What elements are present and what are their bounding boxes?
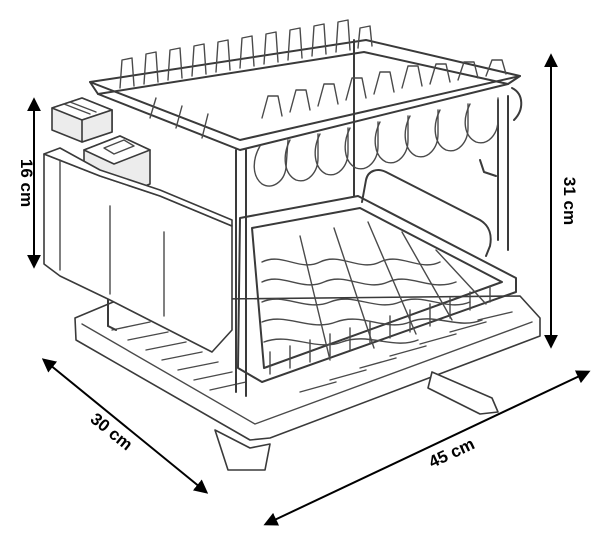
rack-frame	[107, 39, 509, 397]
dimension-height-small-label: 16 cm	[17, 159, 36, 207]
lower-rack	[237, 169, 517, 383]
upper-rack	[89, 19, 523, 187]
dimension-height-total: 31 cm	[544, 53, 579, 349]
dimension-width-label: 45 cm	[426, 434, 478, 472]
utensil-holder	[43, 97, 233, 353]
dimension-height-total-label: 31 cm	[560, 177, 579, 225]
dimension-height-small: 16 cm	[17, 97, 41, 269]
